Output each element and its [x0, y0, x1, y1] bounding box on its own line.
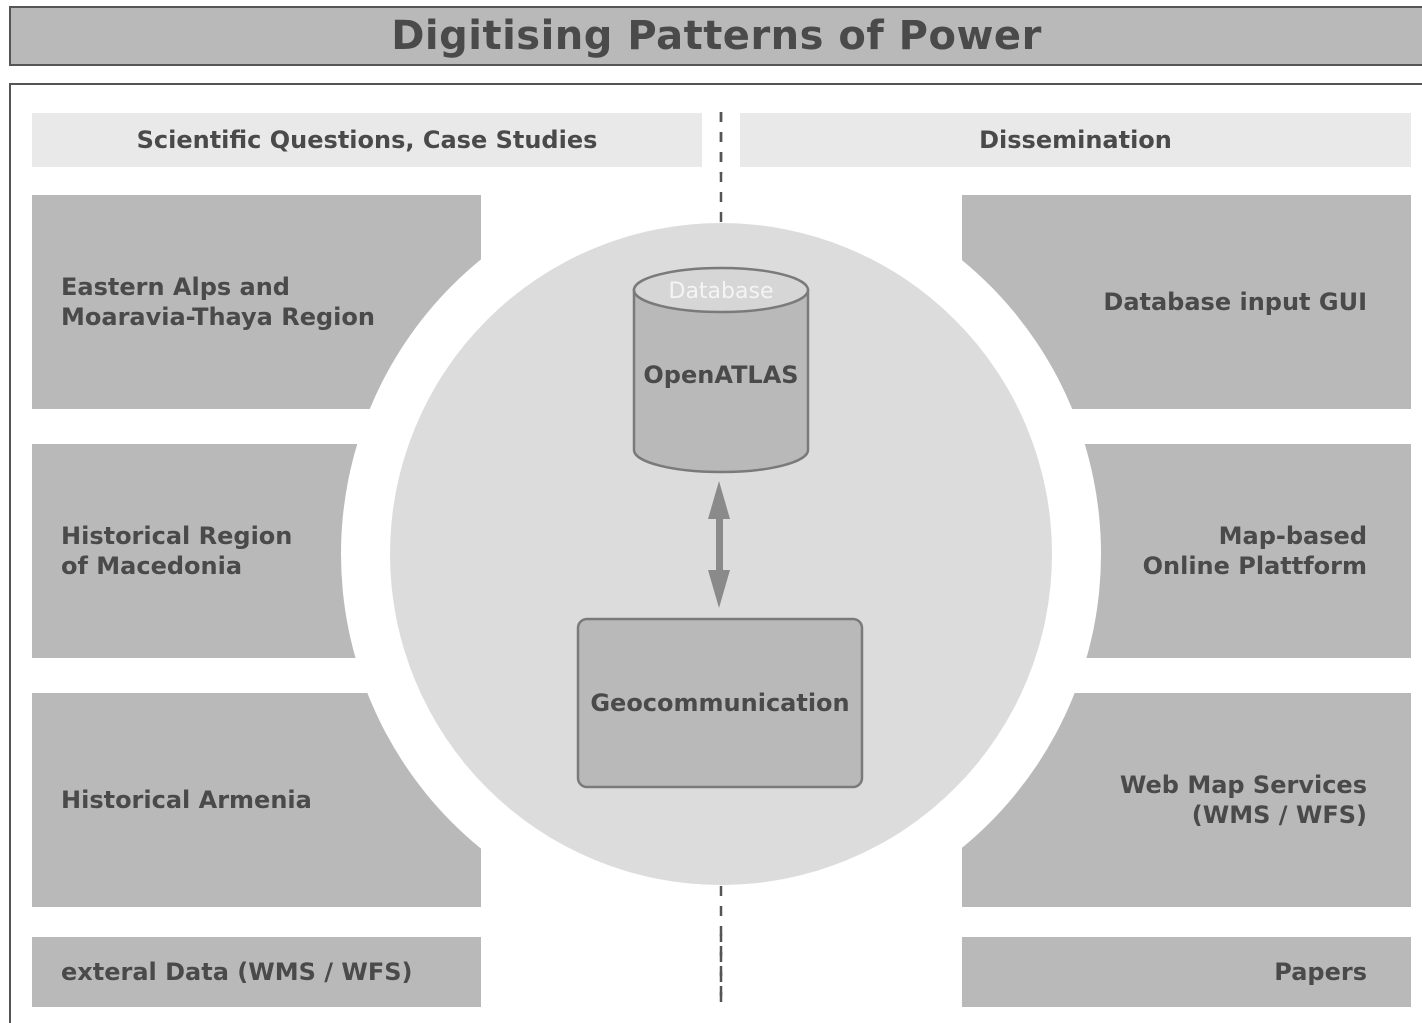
box-external-data: [32, 937, 481, 1007]
label-macedonia: Historical Region of Macedonia: [61, 522, 293, 580]
header-left: Scientific Questions, Case Studies: [32, 113, 702, 167]
geocommunication-label: Geocommunication: [590, 689, 850, 717]
label-online-platform: Map-based Online Plattform: [1142, 522, 1367, 580]
openatlas-label: OpenATLAS: [643, 361, 799, 389]
database-cylinder: [632, 266, 810, 474]
header-right: Dissemination: [740, 113, 1411, 167]
database-label: Database: [668, 279, 774, 304]
label-armenia: Historical Armenia: [61, 786, 312, 814]
label-eastern-alps: Eastern Alps and Moaravia-Thaya Region: [61, 273, 375, 331]
label-database-gui: Database input GUI: [1103, 288, 1367, 316]
bidirectional-arrow: [708, 481, 730, 608]
diagram-frame: [9, 83, 1422, 1023]
label-external-data: exteral Data (WMS / WFS): [61, 958, 413, 986]
label-papers: Papers: [1274, 958, 1367, 986]
diagram-title: Digitising Patterns of Power: [9, 6, 1422, 66]
label-web-map-services: Web Map Services (WMS / WFS): [1119, 771, 1367, 829]
box-papers: [962, 937, 1411, 1007]
geocommunication-box: [576, 617, 864, 789]
